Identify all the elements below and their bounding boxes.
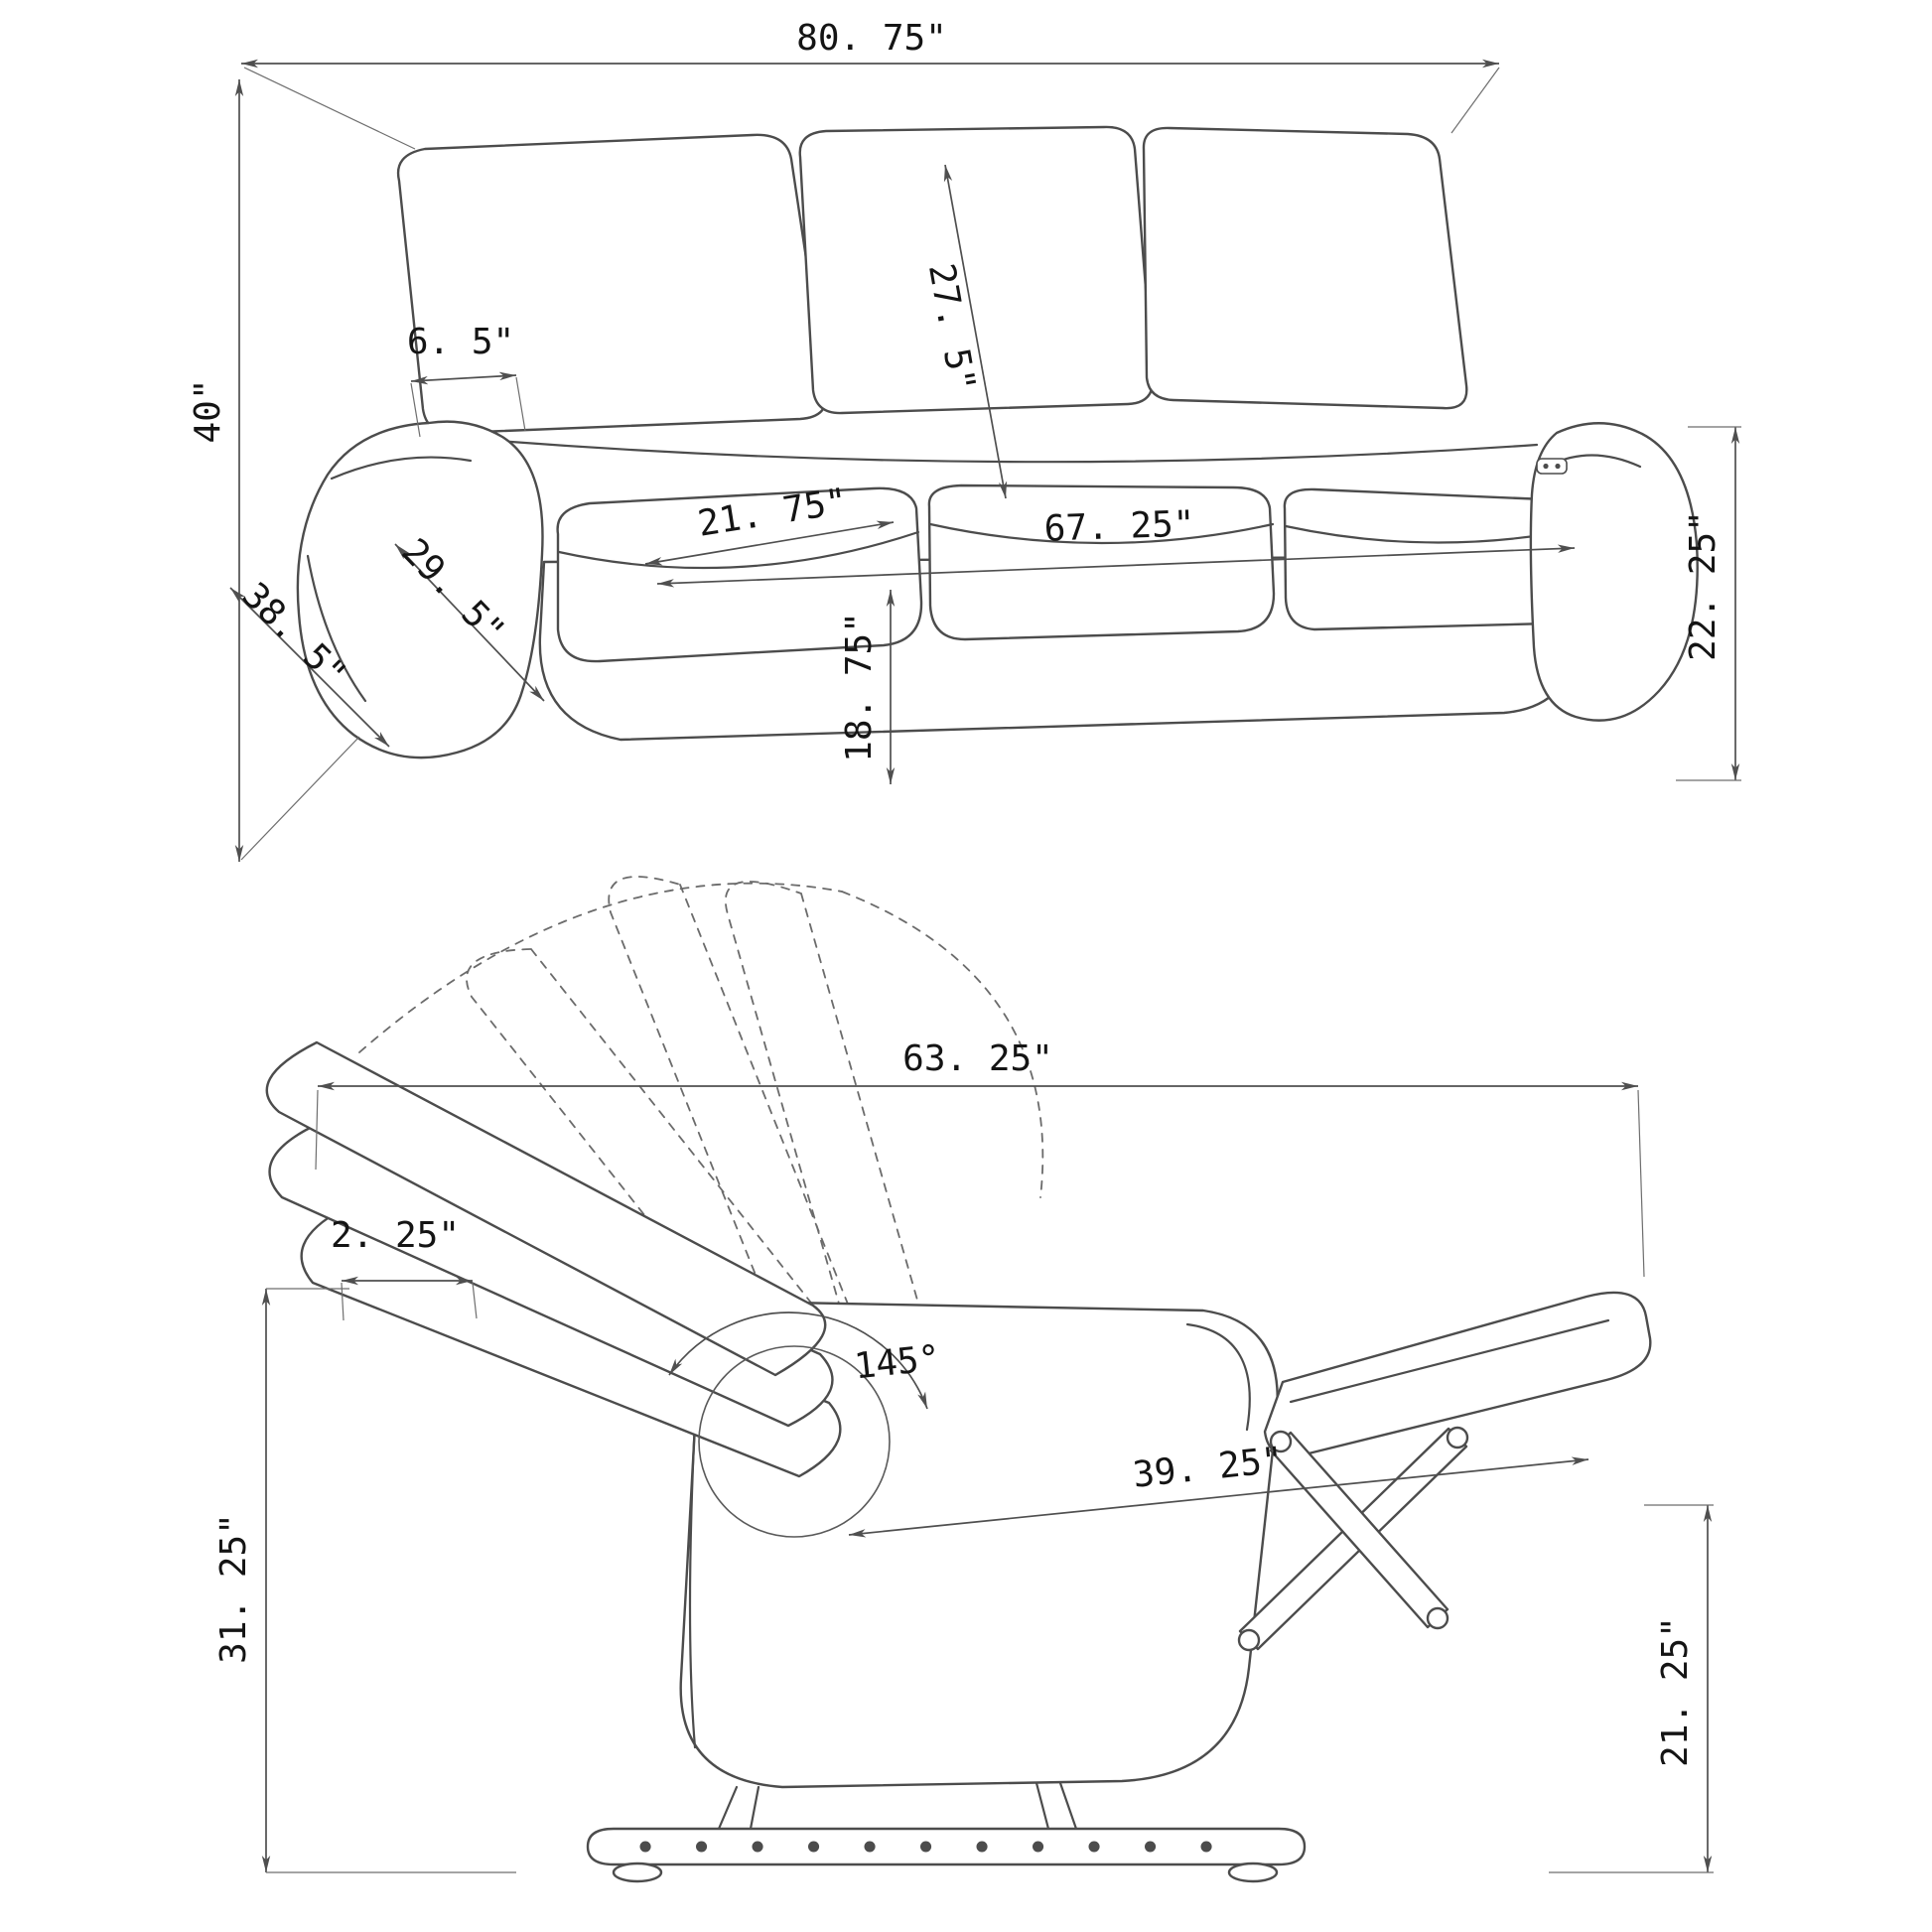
dim-seated-height: 31. 25" <box>213 1288 516 1873</box>
dim-arm-height: 22. 25" <box>1676 426 1741 781</box>
base-foot-left <box>612 1862 663 1883</box>
ghost-back-position-3 <box>724 881 923 1343</box>
dim-overall-width: 80. 75" <box>241 18 1500 150</box>
base-support-rear-2 <box>1058 1781 1078 1831</box>
sofa-seat-seam-middle <box>928 522 1275 545</box>
dim-arm-top-width: 6. 5" <box>407 322 526 438</box>
linkage-rivet <box>1446 1426 1469 1449</box>
recliner-footrest-seam <box>1289 1318 1610 1404</box>
linkage-rivet <box>1237 1628 1261 1652</box>
dim-reclined-length: 63. 25" <box>315 1038 1645 1278</box>
linkage-rivet <box>1269 1430 1293 1453</box>
sofa-front-view: 80. 75" 40" 27. 5" 6. 5" 21. 75" 67. 25" <box>188 18 1741 862</box>
base-rail <box>586 1827 1307 1866</box>
recliner-side-view: 63. 25" 2. 25" 145° 39. 25" 31. 25" 21. … <box>213 876 1714 1883</box>
dim-seated-height-label: 31. 25" <box>213 1513 254 1664</box>
dim-overall-height-label: 40" <box>188 378 228 443</box>
base-foot-right <box>1227 1862 1279 1883</box>
sofa-back-cushion-right <box>1142 126 1468 410</box>
dim-recline-angle-label: 145° <box>853 1338 943 1388</box>
dim-wall-clearance-label: 2. 25" <box>331 1215 460 1256</box>
recline-motion-arc-top <box>358 882 843 1053</box>
dim-arm-top-width-label: 6. 5" <box>407 322 514 362</box>
recline-angle-arc <box>668 1311 928 1410</box>
sofa-back-cushion-left <box>396 133 828 435</box>
dim-interior-width: 67. 25" <box>656 503 1576 588</box>
dim-wall-clearance: 2. 25" <box>331 1215 478 1321</box>
recliner-back-cushion-3 <box>300 1207 842 1478</box>
dim-seat-height: 18. 75" <box>839 590 896 784</box>
dim-reclined-length-label: 63. 25" <box>902 1038 1053 1079</box>
recliner-front-seam <box>688 1418 697 1749</box>
base-support-front <box>717 1785 739 1831</box>
base-support-rear <box>1035 1781 1050 1831</box>
dim-recline-angle: 145° <box>853 1338 943 1388</box>
recliner-arm-panel-seam <box>1185 1322 1251 1432</box>
dim-arm-height-label: 22. 25" <box>1683 510 1724 661</box>
base-support-front-2 <box>749 1785 760 1831</box>
power-control-icon <box>1536 458 1568 475</box>
recline-motion-arc-right <box>841 891 1044 1198</box>
recline-pivot-circle <box>698 1345 891 1538</box>
sofa-arm-left <box>296 420 544 759</box>
dim-footrest-height: 21. 25" <box>1549 1504 1714 1873</box>
dim-seat-height-label: 18. 75" <box>839 612 880 762</box>
dim-interior-width-label: 67. 25" <box>1043 503 1195 549</box>
sofa-lower-back-band <box>447 435 1539 464</box>
sofa-arm-left-roll <box>330 456 473 481</box>
dim-footrest-height-label: 21. 25" <box>1655 1616 1696 1767</box>
sofa-arm-right <box>1529 422 1699 722</box>
dim-overall-width-label: 80. 75" <box>796 18 947 59</box>
linkage-rivet <box>1426 1606 1449 1630</box>
